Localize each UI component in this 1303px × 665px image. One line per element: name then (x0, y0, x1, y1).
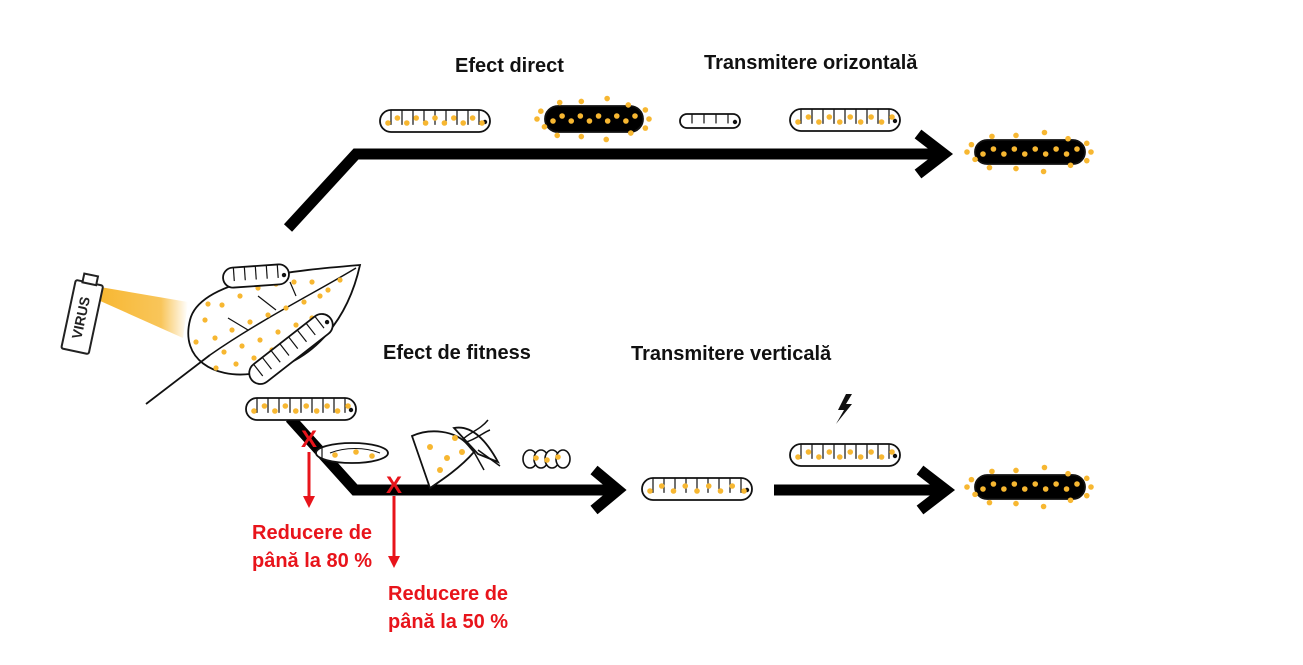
reduction-50-line2: până la 50 % (388, 611, 509, 633)
reduction-80-line1: Reducere de (252, 522, 373, 544)
larva-icon (789, 108, 901, 132)
lower-path-arrow (285, 414, 627, 515)
reduction-50-line1: Reducere de (388, 583, 509, 605)
larva-icon (248, 313, 334, 385)
larva-icon (964, 464, 1094, 510)
horizontal-transmission-label: Transmitere orizontală (704, 52, 918, 74)
larva-icon (641, 477, 753, 501)
lightning-icon (836, 394, 852, 424)
larva-icon (964, 129, 1094, 175)
larva-icon (379, 109, 491, 133)
vertical-transmission-label: Transmitere verticală (631, 343, 832, 365)
egg-cluster-icon (522, 449, 571, 469)
reduction-80-text: Reducere de până la 80 % (252, 519, 372, 575)
direct-effect-label: Efect direct (455, 55, 564, 77)
vertical-transmission-arrow (774, 465, 956, 515)
reduction-marker-1: X (301, 426, 317, 453)
spray-can-icon: VIRUS (60, 272, 188, 355)
fitness-effect-label: Efect de fitness (383, 342, 531, 364)
reduction-50-text: Reducere de până la 50 % (388, 580, 508, 636)
pupa-icon (315, 442, 389, 464)
larva-icon (222, 263, 290, 289)
upper-path-arrow (283, 129, 954, 232)
reduction-markers: X X (301, 426, 402, 568)
larva-icon (679, 113, 741, 129)
larva-icon (534, 95, 652, 143)
larva-icon (789, 443, 901, 467)
reduction-marker-2: X (386, 472, 402, 499)
larva-icon (245, 397, 357, 421)
moth-icon (410, 419, 501, 490)
reduction-80-line2: până la 80 % (252, 550, 373, 572)
